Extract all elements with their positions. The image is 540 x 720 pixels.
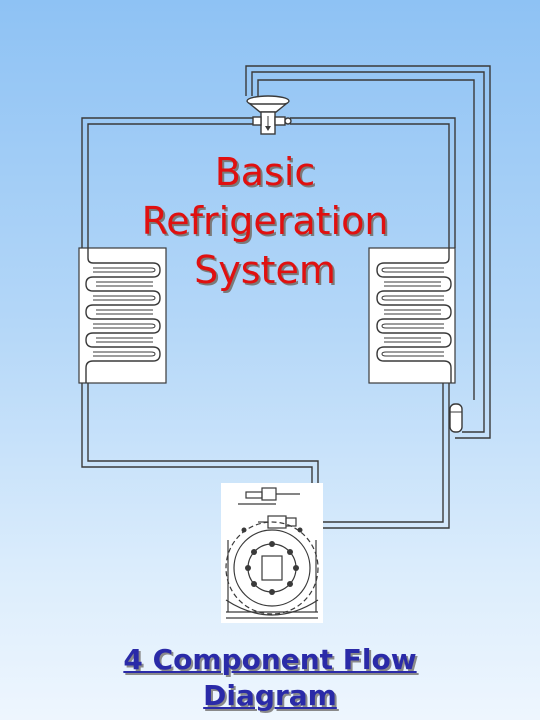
slide-title: Basic Refrigeration System xyxy=(100,148,430,295)
expansion-valve xyxy=(246,95,292,135)
pipe-compressor-to-condenser-inner xyxy=(322,383,444,523)
pipe-compressor-to-condenser-outer xyxy=(322,383,450,529)
pipe-evaporator-to-compressor-outer xyxy=(81,383,313,492)
evaporator-serpentine-inner xyxy=(93,267,156,357)
compressor xyxy=(221,483,323,623)
piping xyxy=(81,65,491,529)
condenser-serpentine-inner xyxy=(381,267,444,357)
pipe-equalizer-inner xyxy=(251,71,485,433)
evaporator-serpentine-outer xyxy=(85,248,161,383)
pipe-receiver-to-condenser xyxy=(257,79,475,400)
pipe-valve-to-evaporator-outer xyxy=(81,117,258,248)
pipe-valve-to-condenser-outer xyxy=(290,117,456,248)
pipe-valve-to-evaporator-inner xyxy=(87,123,258,248)
pipe-evaporator-to-compressor-inner xyxy=(87,383,319,492)
title-line-1: Basic xyxy=(214,150,316,194)
title-line-2: Refrigeration xyxy=(141,199,389,243)
evaporator-coil xyxy=(78,247,167,384)
receiver-drier xyxy=(449,403,463,433)
condenser-serpentine-outer xyxy=(376,248,452,383)
subtitle-line-2: Diagram xyxy=(203,679,337,712)
condenser-coil xyxy=(368,247,456,384)
subtitle-line-1: 4 Component Flow xyxy=(123,643,417,676)
title-line-3: System xyxy=(194,248,336,292)
pipe-valve-to-condenser-inner xyxy=(290,123,450,248)
pipe-equalizer-outer xyxy=(245,65,491,439)
slide-subtitle-link[interactable]: 4 Component Flow Diagram xyxy=(60,642,480,714)
